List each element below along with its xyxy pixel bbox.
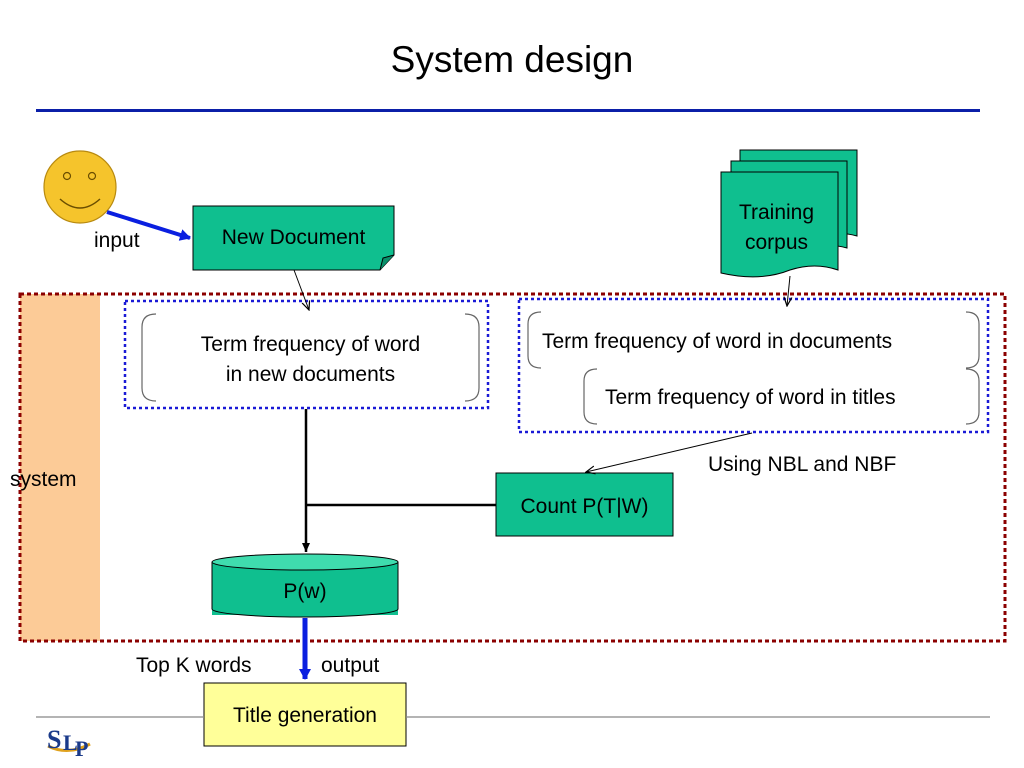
count-ptw-label: Count P(T|W) (520, 495, 649, 518)
training-corpus-label-line1: Training (738, 201, 815, 224)
count-ptw-node (495, 472, 674, 537)
tf-documents-bracket-right (965, 311, 980, 369)
svg-text:P: P (75, 736, 88, 761)
tf-new-docs-group (123, 299, 490, 410)
tf-new-docs-label: Term frequency of word in new documents (142, 330, 479, 390)
training-corpus-node (720, 149, 858, 278)
tf-titles-label: Term frequency of word in titles (605, 386, 896, 409)
smiley-face-icon (43, 150, 117, 224)
input-label: input (94, 229, 140, 252)
tf-new-docs-label-line1: Term frequency of word (200, 333, 421, 356)
arrow-user-to-new-document (106, 210, 191, 241)
pw-label: P(w) (283, 580, 327, 603)
slide-title: System design (390, 39, 634, 80)
svg-text:S: S (47, 725, 61, 754)
training-tf-group (517, 297, 990, 434)
new-document-label: New Document (221, 226, 366, 249)
output-label: output (321, 654, 380, 677)
tf-titles-bracket-left (583, 368, 598, 425)
training-corpus-label: Training corpus (721, 198, 832, 258)
new-document-fold (379, 254, 395, 271)
tf-new-docs-bracket-left (141, 313, 157, 402)
tf-documents-bracket-left (527, 311, 542, 369)
svg-text:L: L (63, 730, 78, 755)
tf-documents-label: Term frequency of word in documents (542, 330, 893, 353)
tf-titles-bracket-right (965, 368, 980, 425)
slp-logo-icon: S L P (47, 725, 91, 761)
system-label: system (10, 468, 77, 491)
system-band (20, 294, 100, 641)
title-generation-node (203, 682, 407, 747)
using-nbl-nbf-label: Using NBL and NBF (708, 453, 897, 476)
pw-database-node (211, 553, 399, 618)
tf-new-docs-label-line2: in new documents (225, 363, 396, 386)
arrow-corpus-to-tf (787, 275, 790, 306)
tf-new-docs-bracket-right (464, 313, 480, 402)
title-generation-label: Title generation (233, 704, 377, 727)
training-corpus-label-line2: corpus (744, 231, 809, 254)
title-rule (36, 109, 980, 112)
arrow-tf-to-count (586, 432, 753, 472)
arrow-new-document-to-tf (293, 269, 309, 310)
system-boundary (18, 292, 1007, 643)
top-k-words-label: Top K words (136, 654, 252, 677)
